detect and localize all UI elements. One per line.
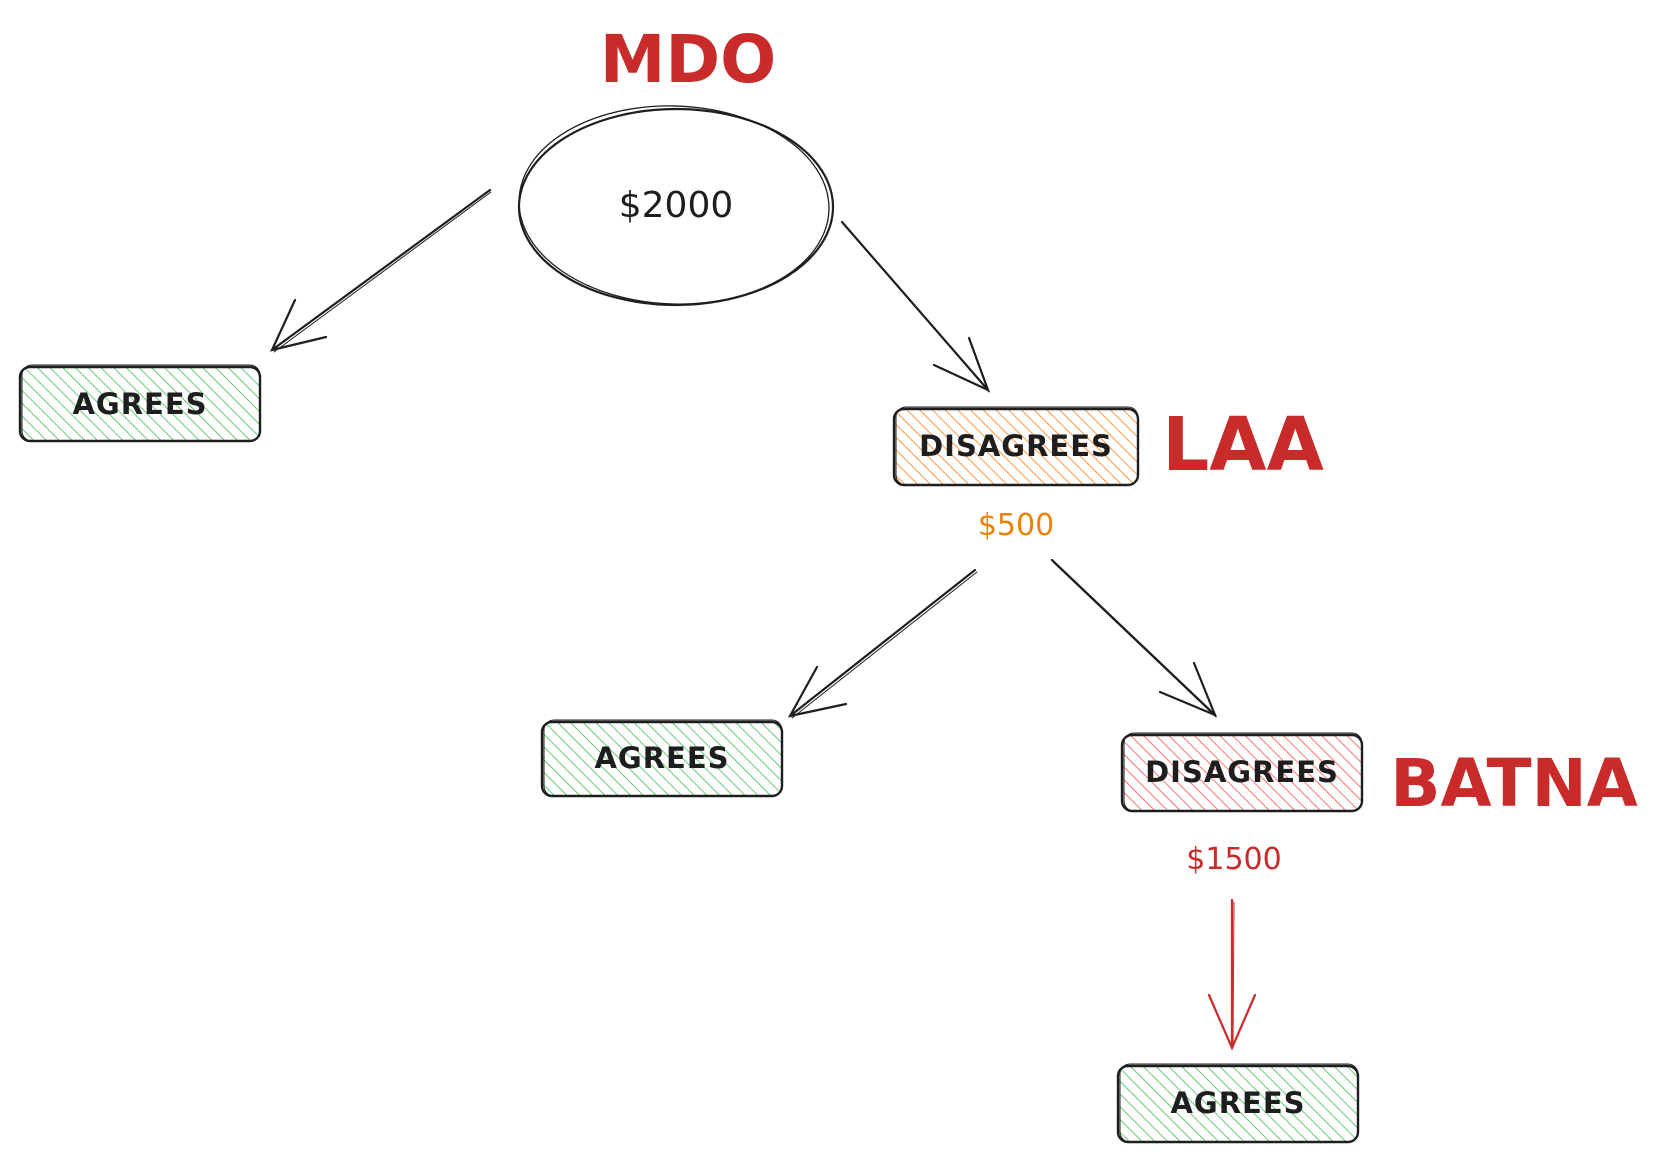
batna-amount: $1500 [1186, 842, 1281, 877]
arrow-root-to-disagrees [840, 220, 990, 393]
disagrees-box-batna: DISAGREES [1120, 732, 1364, 813]
agrees-box-middle: AGREES [540, 719, 784, 798]
arrow-laa-to-disagrees [1050, 558, 1218, 718]
disagrees-label: DISAGREES [1145, 755, 1339, 789]
laa-label: LAA [1162, 402, 1324, 488]
agrees-label: AGREES [1170, 1086, 1305, 1120]
agrees-label: AGREES [72, 387, 207, 421]
agrees-box-left: AGREES [18, 364, 262, 443]
disagrees-box-laa: DISAGREES [892, 406, 1140, 487]
arrow-root-to-agrees [270, 188, 492, 353]
arrow-batna-to-agrees [1207, 898, 1257, 1051]
disagrees-label: DISAGREES [919, 429, 1113, 463]
arrow-laa-to-agrees [787, 568, 978, 719]
batna-label: BATNA [1390, 745, 1638, 822]
mdo-label: MDO [600, 21, 777, 98]
agrees-label: AGREES [594, 741, 729, 775]
root-amount: $2000 [619, 185, 734, 226]
root-node: $2000 [517, 105, 835, 307]
laa-amount: $500 [978, 508, 1054, 543]
agrees-box-bottom: AGREES [1116, 1063, 1360, 1144]
root-ellipse-sketch [518, 105, 830, 305]
